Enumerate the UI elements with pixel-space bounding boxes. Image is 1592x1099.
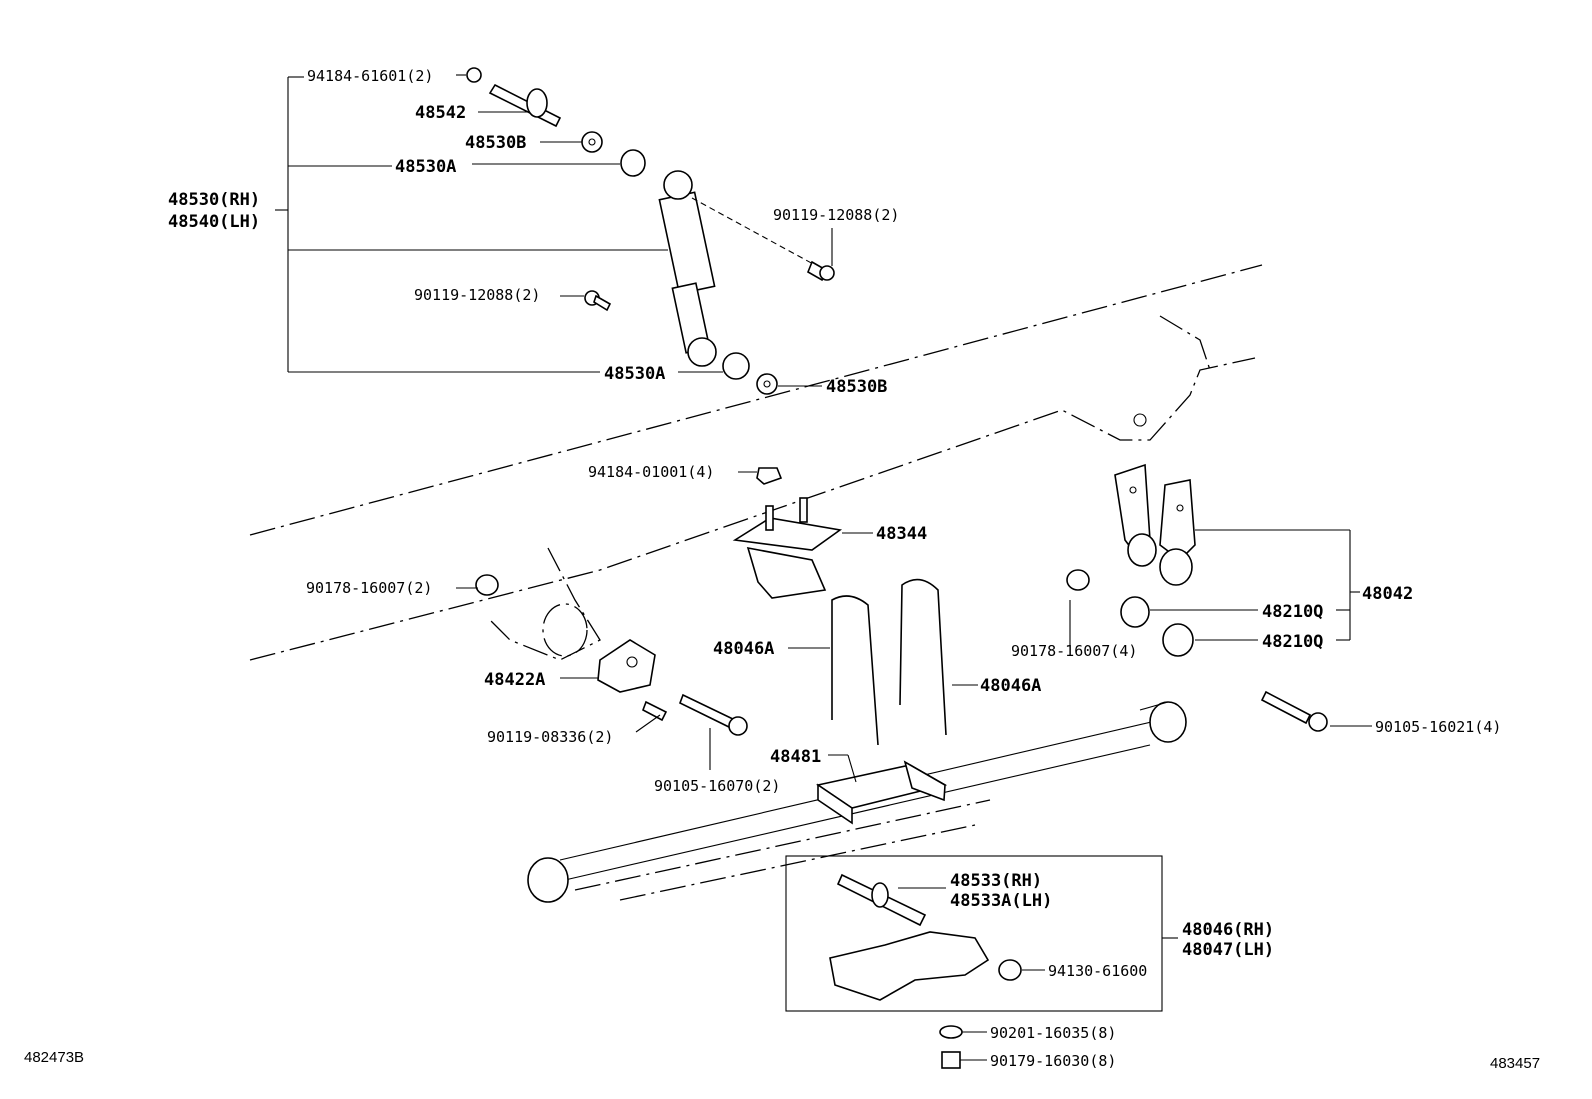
- label-90105-16070: 90105-16070(2): [654, 777, 780, 795]
- label-90179-16030: 90179-16030(8): [990, 1052, 1116, 1070]
- label-48047-lh: 48047(LH): [1182, 940, 1274, 960]
- corner-code-right: 483457: [1490, 1055, 1540, 1072]
- corner-code-left: 482473B: [24, 1049, 84, 1066]
- label-48046a-left: 48046A: [713, 639, 774, 659]
- label-90119-08336: 90119-08336(2): [487, 728, 613, 746]
- label-90119-12088-right: 90119-12088(2): [773, 206, 899, 224]
- label-48422a: 48422A: [484, 670, 545, 690]
- label-48344: 48344: [876, 524, 927, 544]
- label-48210q-top: 48210Q: [1262, 602, 1323, 622]
- label-90178-16007-right: 90178-16007(4): [1011, 642, 1137, 660]
- leaf-spring: [527, 701, 1187, 903]
- label-48542: 48542: [415, 103, 466, 123]
- label-48210q-bottom: 48210Q: [1262, 632, 1323, 652]
- label-90105-16021: 90105-16021(4): [1375, 718, 1501, 736]
- frame-rail: [249, 264, 1263, 661]
- seat-assembly-box: [785, 855, 1163, 1069]
- label-48046a-right: 48046A: [980, 676, 1041, 696]
- label-48042: 48042: [1362, 584, 1413, 604]
- label-48530-rh: 48530(RH): [168, 190, 260, 210]
- label-48530b-top: 48530B: [465, 133, 526, 153]
- label-48530a-top: 48530A: [395, 157, 456, 177]
- part-icons: [466, 67, 1328, 825]
- leader-lines: [275, 74, 1372, 1061]
- label-48046-rh: 48046(RH): [1182, 920, 1274, 940]
- label-94184-61601: 94184-61601(2): [307, 67, 433, 85]
- label-94130-61600: 94130-61600: [1048, 962, 1147, 980]
- label-94184-01001: 94184-01001(4): [588, 463, 714, 481]
- label-48481: 48481: [770, 747, 821, 767]
- label-90119-12088-left: 90119-12088(2): [414, 286, 540, 304]
- shock-absorber: [658, 170, 717, 367]
- label-48533-rh: 48533(RH): [950, 871, 1042, 891]
- label-48530a-bottom: 48530A: [604, 364, 665, 384]
- label-48540-lh: 48540(LH): [168, 212, 260, 232]
- part-labels: 94184-61601(2) 48542 48530B 48530A 48530…: [168, 67, 1501, 1070]
- label-90201-16035: 90201-16035(8): [990, 1024, 1116, 1042]
- label-90178-16007-left: 90178-16007(2): [306, 579, 432, 597]
- label-48533a-lh: 48533A(LH): [950, 891, 1052, 911]
- label-48530b-bottom: 48530B: [826, 377, 887, 397]
